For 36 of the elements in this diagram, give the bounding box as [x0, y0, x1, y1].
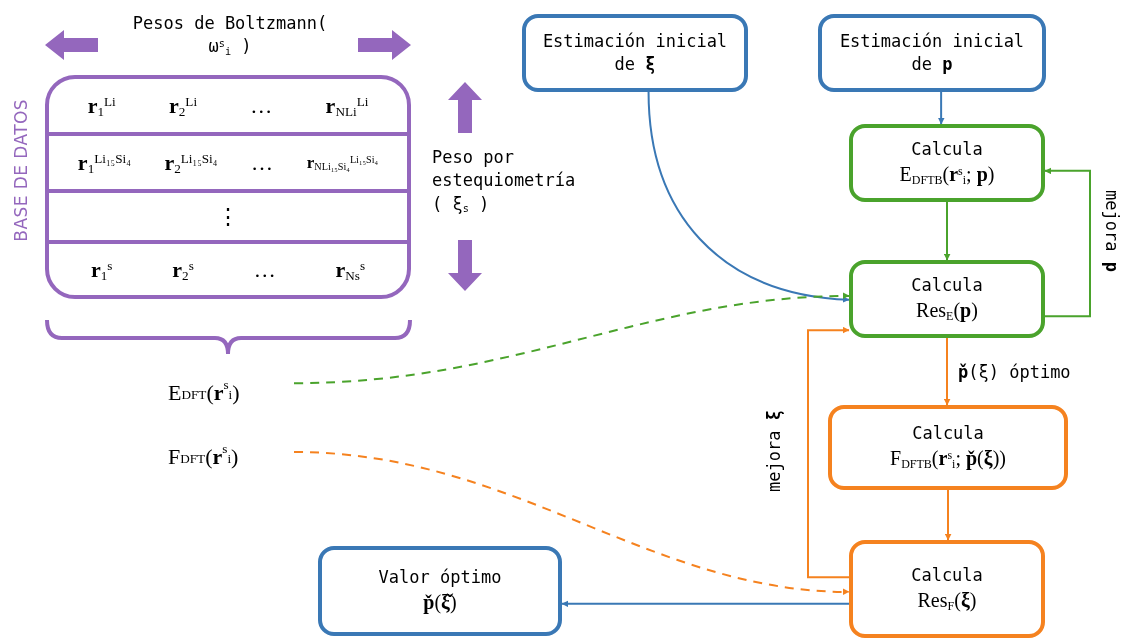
dashed-arrow: [293, 290, 850, 385]
process-box: [849, 124, 1045, 202]
vector-symbol: …: [250, 92, 273, 120]
arrow: [807, 324, 850, 579]
box-label: Calcula: [910, 273, 984, 297]
box-label: Calcula: [910, 137, 984, 161]
box-label: Estimación inicial de ξ: [541, 29, 729, 76]
math-formula: F$_{DFTB}$(r$^{s}$$_{i}$; p̌(ξ)): [890, 446, 1006, 473]
box-label: Calcula: [911, 422, 985, 446]
math-formula: Res$_{F}$(ξ): [917, 587, 977, 615]
process-box: [318, 546, 562, 636]
arrow: [941, 337, 953, 406]
box-label: Estimación inicial de p: [838, 29, 1026, 76]
axis-caption: Pesos de Boltzmann( ω$^{s}$$_{i}$ ): [131, 12, 329, 59]
vector-symbol: …: [251, 149, 274, 177]
vector-symbol: ⋮: [217, 203, 239, 231]
math-formula: p̌(ξ̌): [423, 589, 457, 616]
vector-symbol: …: [253, 256, 276, 284]
box-label: Calcula: [910, 563, 984, 587]
arrow: [1044, 165, 1091, 318]
arrow: [935, 91, 947, 125]
box-label: Valor óptimo: [377, 565, 503, 589]
math-formula: E$_{DFTB}$(r$^{s}$$_{i}$; p): [899, 161, 995, 189]
database-title: BASE DE DATOS: [10, 99, 32, 242]
arrow: [942, 489, 954, 541]
process-box: [828, 405, 1068, 490]
process-box: [818, 14, 1046, 92]
process-box: [849, 260, 1045, 338]
process-box: [522, 14, 748, 92]
axis-caption: Peso por estequiometría ( ξ$_{s}$ ): [432, 146, 577, 217]
math-formula: Res$_{E}$(p): [916, 297, 978, 325]
arrow: [941, 201, 953, 261]
arrow: [647, 91, 850, 305]
process-box: [849, 540, 1045, 638]
dashed-arrow: [293, 451, 850, 597]
arrow: [561, 598, 850, 610]
